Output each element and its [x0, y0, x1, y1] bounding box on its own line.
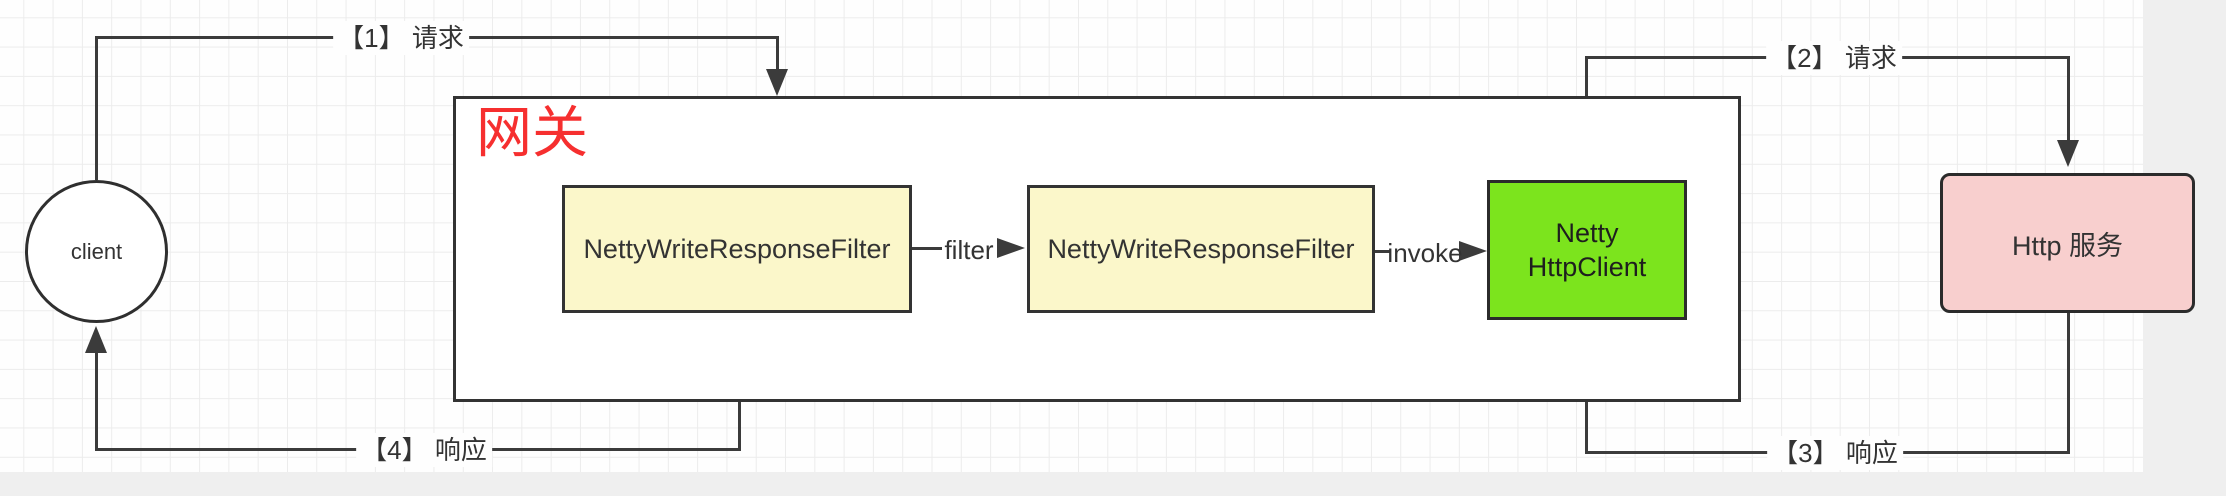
canvas-edge-bottom — [0, 472, 2226, 496]
edge-request2-line — [1892, 56, 2070, 59]
edge-response3-line — [2067, 313, 2070, 454]
edge-response4-line — [95, 352, 98, 450]
edge-invoke-arrowhead — [1459, 241, 1487, 261]
netty-http-client-label-line1: Netty — [1555, 218, 1619, 248]
edge-request2-arrowhead — [2057, 140, 2079, 167]
netty-write-response-filter-node-1: NettyWriteResponseFilter — [562, 185, 912, 313]
edge-request1-line — [776, 36, 779, 72]
netty-http-client-label-line2: HttpClient — [1527, 252, 1647, 282]
edge-request1-line — [455, 36, 779, 39]
edge-response3-line — [1585, 451, 1773, 454]
edge-response3-line — [1897, 451, 2070, 454]
edge-label-response4: 【4】 响应 — [356, 433, 492, 467]
http-service-label: Http 服务 — [2011, 230, 2124, 261]
filter2-label: NettyWriteResponseFilter — [1047, 233, 1355, 264]
edge-response4-line — [483, 448, 741, 451]
edge-label-filter: filter — [944, 235, 994, 265]
edge-filter-arrowhead — [997, 238, 1025, 258]
edge-label-invoke: invoke — [1387, 238, 1463, 268]
edge-response4-arrowhead — [85, 326, 107, 353]
netty-write-response-filter-node-2: NettyWriteResponseFilter — [1027, 185, 1375, 313]
edge-request1-line — [95, 37, 98, 180]
gateway-title: 网关 — [476, 101, 588, 164]
edge-request2-line — [1585, 56, 1775, 59]
http-service-node: Http 服务 — [1940, 173, 2195, 313]
edge-label-request2: 【2】 请求 — [1766, 41, 1902, 75]
edge-response4-line — [95, 448, 365, 451]
edge-request1-arrowhead — [766, 69, 788, 96]
edge-request2-line — [2067, 56, 2070, 141]
edge-invoke-line — [1375, 250, 1391, 253]
netty-http-client-node: Netty HttpClient — [1487, 180, 1687, 320]
client-node: client — [25, 180, 168, 323]
client-label: client — [70, 238, 123, 264]
edge-response3-line — [1585, 351, 1588, 453]
edge-label-response3: 【3】 响应 — [1767, 436, 1903, 470]
edge-filter-line — [912, 247, 942, 250]
filter1-label: NettyWriteResponseFilter — [583, 233, 891, 264]
edge-request1-line — [95, 36, 348, 39]
edge-label-request1: 【1】 请求 — [333, 21, 469, 55]
